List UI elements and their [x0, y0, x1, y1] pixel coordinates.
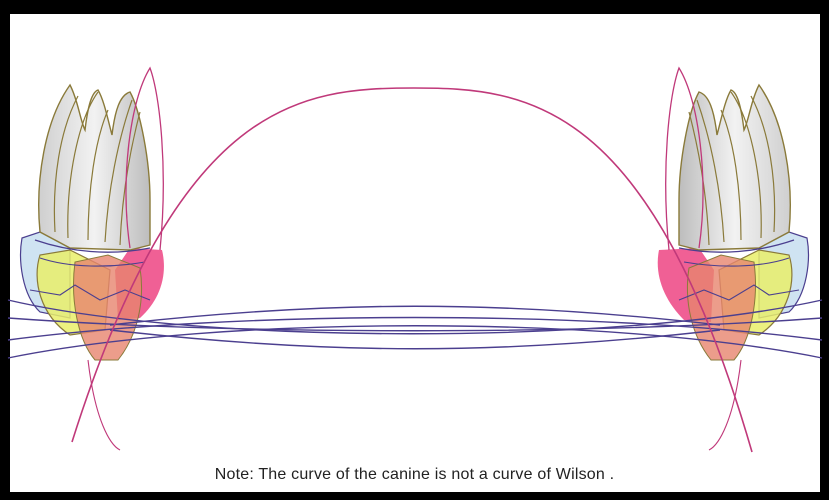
right-molar: [658, 85, 809, 360]
right-lower-outline: [709, 360, 741, 450]
canine-curve: [72, 88, 752, 452]
right-salmon-cusp: [687, 255, 755, 360]
right-root-body: [679, 85, 790, 250]
left-root-body: [39, 85, 150, 250]
diagram-caption: Note: The curve of the canine is not a c…: [0, 466, 829, 484]
left-lower-outline: [88, 360, 120, 450]
left-salmon-cusp: [74, 255, 142, 360]
left-molar: [21, 85, 164, 360]
